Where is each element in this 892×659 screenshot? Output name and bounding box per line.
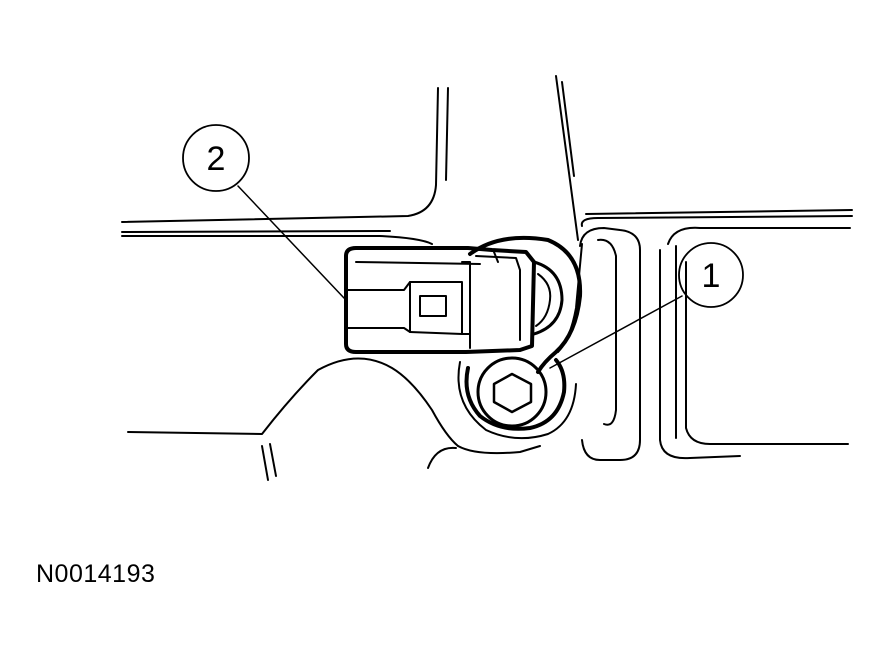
- callout-2-circle: [182, 124, 250, 192]
- callout-1-circle: [678, 242, 744, 308]
- callout-1-label: 1: [702, 257, 721, 295]
- housing-outline: [121, 75, 853, 481]
- callout-1: 1: [678, 242, 744, 308]
- leader-line-2: [237, 185, 345, 299]
- mounting-bolt: [476, 356, 548, 428]
- sensor-mount-boss: [457, 235, 583, 440]
- leader-lines: [237, 185, 683, 369]
- leader-line-1: [549, 295, 683, 369]
- sensor-connector: [344, 246, 564, 354]
- callout-2: 2: [182, 124, 250, 192]
- callout-2-label: 2: [207, 140, 226, 178]
- figure-reference-number: N0014193: [36, 560, 156, 588]
